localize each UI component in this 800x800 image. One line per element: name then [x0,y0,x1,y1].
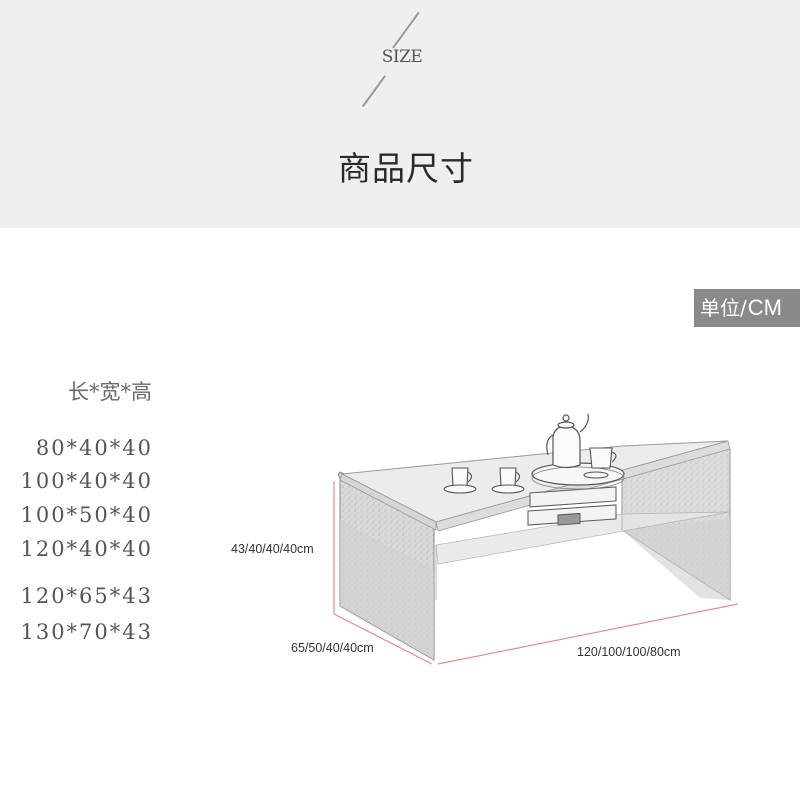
length-label: 120/100/100/80cm [577,645,681,659]
dimension-option: 120*40*40 [20,537,153,561]
books-icon [527,486,617,526]
unit-badge: 单位/ CM [694,289,800,327]
cup-left-icon [443,467,477,494]
table-left-panel [338,471,436,661]
cup-icon [583,447,617,479]
dimension-option: 130*70*43 [20,620,153,644]
page-title: 商品尺寸 [338,149,474,188]
unit-badge-cn: 单位/ [700,296,747,320]
height-label: 43/40/40/40cm [231,542,314,556]
dimensions-header: 长*宽*高 [68,380,152,404]
unit-badge-en: CM [747,295,782,320]
dimension-option: 120*65*43 [20,584,153,608]
table-top [339,440,731,532]
size-label: SIZE [381,47,423,67]
dimension-option: 100*40*40 [20,469,153,493]
depth-measure-line [333,613,433,665]
measure-lines [333,481,739,665]
size-header: SIZE 商品尺寸 [0,0,800,228]
cup-middle-icon [491,467,525,494]
depth-label: 65/50/40/40cm [291,641,374,655]
length-measure-line [437,603,739,665]
teapot-icon [546,413,589,469]
dimension-option: 100*50*40 [20,503,153,527]
dimension-option: 80*40*40 [35,436,153,460]
